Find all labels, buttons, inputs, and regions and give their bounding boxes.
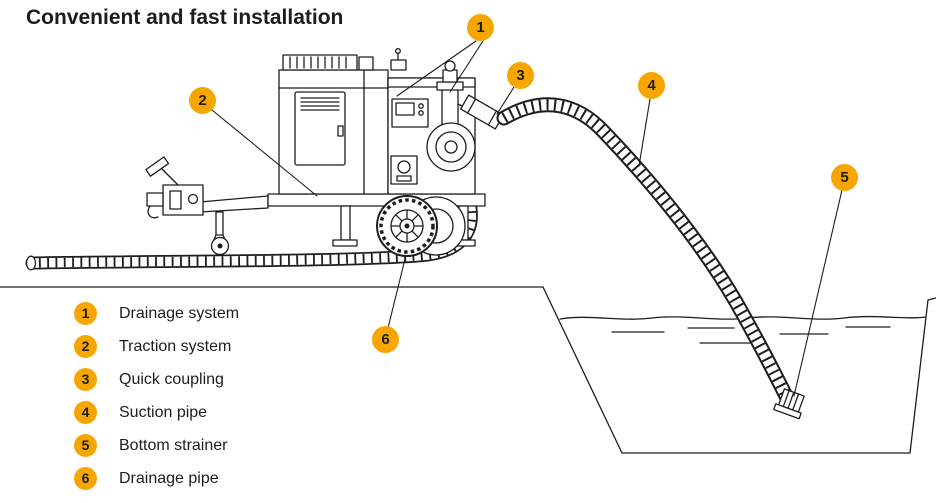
- legend-label-2: Traction system: [119, 337, 232, 355]
- legend-item: 1 Drainage system: [74, 302, 239, 325]
- callout-badge-2: 2: [189, 87, 216, 114]
- legend-item: 3 Quick coupling: [74, 368, 239, 391]
- callout-badge-3: 3: [507, 62, 534, 89]
- leader-lines: [211, 40, 843, 397]
- wheels: [376, 195, 466, 257]
- legend-item: 4 Suction pipe: [74, 401, 239, 424]
- legend-label-1: Drainage system: [119, 304, 240, 322]
- towbar: [145, 156, 269, 256]
- callout-badge-1: 1: [467, 14, 494, 41]
- callout-badge-4: 4: [638, 72, 665, 99]
- legend-label-4: Suction pipe: [119, 403, 208, 421]
- suction-pipe-art: [496, 97, 805, 420]
- legend-badge-1: 1: [74, 302, 97, 325]
- legend-badge-4: 4: [74, 401, 97, 424]
- legend-label-6: Drainage pipe: [119, 469, 219, 487]
- legend-item: 5 Bottom strainer: [74, 434, 239, 457]
- legend-badge-3: 3: [74, 368, 97, 391]
- legend: 1 Drainage system 2 Traction system 3 Qu…: [74, 302, 239, 490]
- callout-badge-6: 6: [372, 326, 399, 353]
- page-title: Convenient and fast installation: [26, 6, 344, 29]
- legend-badge-6: 6: [74, 467, 97, 490]
- callout-badge-5: 5: [831, 164, 858, 191]
- legend-badge-2: 2: [74, 335, 97, 358]
- legend-badge-5: 5: [74, 434, 97, 457]
- ground-line: [0, 286, 936, 454]
- legend-label-3: Quick coupling: [119, 370, 224, 388]
- legend-label-5: Bottom strainer: [119, 436, 228, 454]
- legend-item: 2 Traction system: [74, 335, 239, 358]
- legend-item: 6 Drainage pipe: [74, 467, 239, 490]
